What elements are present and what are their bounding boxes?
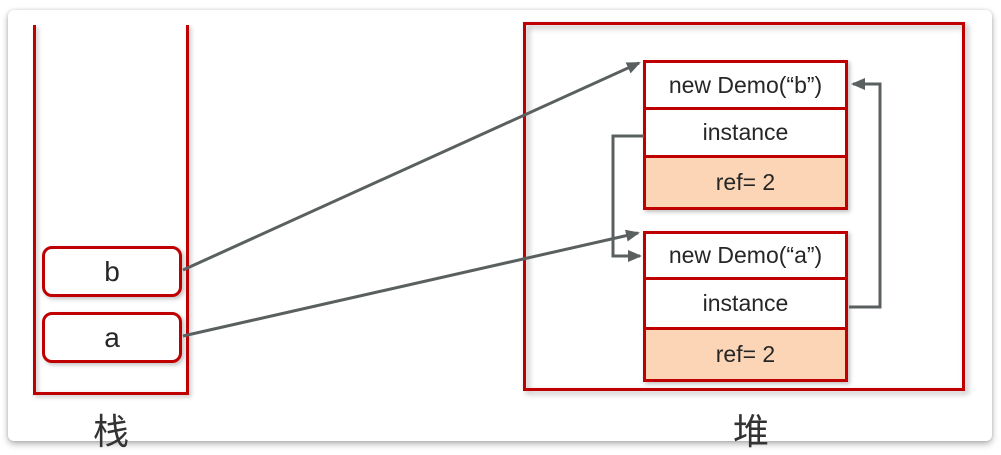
heap-object-demo-b-refcount: ref= 2 bbox=[643, 155, 848, 210]
heap-object-demo-b-refcount-text: ref= 2 bbox=[715, 169, 776, 195]
heap-label: 堆 bbox=[732, 411, 769, 452]
stack-var-a: a bbox=[42, 312, 182, 363]
heap-object-demo-a-title: new Demo(“a”) bbox=[643, 231, 848, 280]
stack-var-a-label: a bbox=[104, 321, 120, 353]
diagram-card: b a new Demo(“b”) instance ref= 2 new De… bbox=[8, 10, 992, 452]
stack-label: 栈 bbox=[92, 411, 129, 452]
heap-object-demo-a-refcount: ref= 2 bbox=[643, 327, 848, 382]
heap-object-demo-b: new Demo(“b”) instance ref= 2 bbox=[643, 60, 848, 210]
heap-object-demo-a-instance-text: instance bbox=[702, 290, 789, 316]
stack-var-b-label: b bbox=[104, 255, 120, 287]
heap-object-demo-a-title-text: new Demo(“a”) bbox=[668, 242, 823, 268]
heap-object-demo-b-instance: instance bbox=[643, 107, 848, 158]
heap-object-demo-b-title: new Demo(“b”) bbox=[643, 60, 848, 110]
heap-object-demo-a-instance: instance bbox=[643, 277, 848, 330]
heap-object-demo-a-refcount-text: ref= 2 bbox=[715, 341, 776, 367]
heap-object-demo-a: new Demo(“a”) instance ref= 2 bbox=[643, 231, 848, 382]
heap-object-demo-b-instance-text: instance bbox=[702, 119, 789, 145]
heap-object-demo-b-title-text: new Demo(“b”) bbox=[668, 71, 823, 98]
stack-var-b: b bbox=[42, 246, 182, 297]
